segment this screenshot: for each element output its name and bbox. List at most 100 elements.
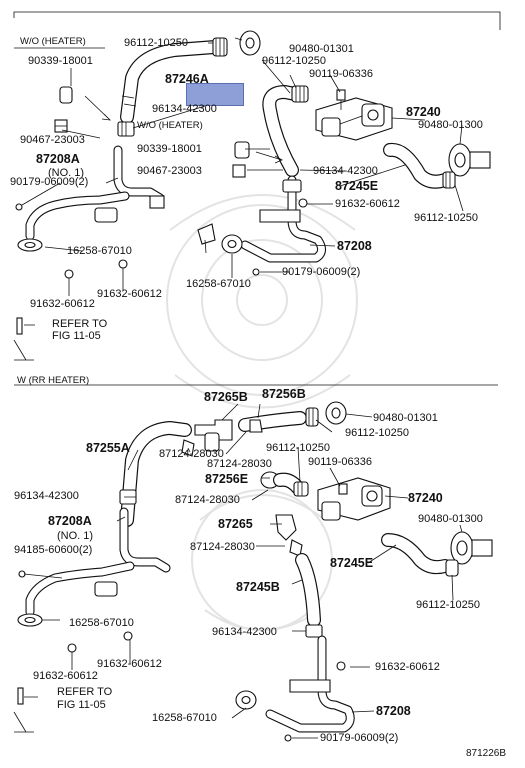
part-label-87124-28030-c[interactable]: 87124-28030	[175, 494, 240, 506]
part-label-87246a[interactable]: 87246A	[165, 72, 209, 86]
water-valve-87240-bottom	[317, 477, 391, 521]
clamp-bottom-1	[305, 407, 319, 427]
part-label-87240-a[interactable]: 87240	[406, 105, 441, 119]
hose-87255a	[120, 421, 192, 527]
fig-ref-link-b[interactable]: FIG 11-05	[57, 699, 106, 711]
part-label-87124-28030-a[interactable]: 87124-28030	[159, 448, 224, 460]
water-valve-87240-top	[315, 97, 393, 141]
part-label-96134-42300-d[interactable]: 96134-42300	[212, 626, 277, 638]
flange-bottom-2	[450, 531, 493, 565]
connector-90339-top-left	[59, 86, 73, 104]
selected-part-highlight[interactable]	[186, 83, 244, 106]
part-label-no1-b: (NO. 1)	[57, 530, 94, 542]
part-label-91632-60612-a[interactable]: 91632-60612	[335, 198, 400, 210]
part-label-96112-10250-d[interactable]: 96112-10250	[345, 427, 410, 439]
pipe-87208-bottom	[265, 635, 355, 733]
hose-top-middle	[262, 85, 307, 177]
part-label-90480-01301-b[interactable]: 90480-01301	[373, 412, 438, 424]
part-label-94185-60600[interactable]: 94185-60600(2)	[14, 544, 93, 556]
gasket-bottom-mid	[235, 690, 257, 710]
part-label-16258-67010-c[interactable]: 16258-67010	[69, 617, 134, 629]
pipe-87208-top	[240, 175, 326, 263]
refer-bolt-bottom	[13, 687, 34, 733]
section-label-w-rr-heater: W (RR HEATER)	[17, 375, 90, 386]
leader-lines-top	[21, 37, 464, 326]
part-label-90339-18001-a[interactable]: 90339-18001	[28, 55, 93, 67]
bolt-top	[336, 89, 346, 110]
part-label-96112-10250-c[interactable]: 96112-10250	[414, 212, 479, 224]
part-label-87265b[interactable]: 87265B	[204, 390, 248, 404]
part-label-91632-60612-f[interactable]: 91632-60612	[33, 670, 98, 682]
part-label-87208a-a[interactable]: 87208A	[36, 152, 80, 166]
clamp-bottom-3	[445, 559, 459, 577]
part-label-90119-06336-a[interactable]: 90119-06336	[309, 68, 374, 80]
part-label-16258-67010-a[interactable]: 16258-67010	[67, 245, 132, 257]
refer-to-label-b: REFER TO	[57, 686, 113, 698]
bolt-marks-top	[15, 198, 308, 279]
clip-90467-top-left	[54, 119, 68, 133]
part-label-no1-a: (NO. 1)	[48, 167, 85, 179]
part-label-87208a-b[interactable]: 87208A	[48, 514, 92, 528]
part-label-90480-01301-a[interactable]: 90480-01301	[289, 43, 354, 55]
refer-bolt-top	[13, 317, 34, 361]
part-label-90467-23003-a[interactable]: 90467-23003	[20, 134, 85, 146]
part-label-87256b[interactable]: 87256B	[262, 387, 306, 401]
gasket-top-mid	[221, 234, 243, 254]
part-label-87208-b[interactable]: 87208	[376, 704, 411, 718]
part-label-90480-01300-b[interactable]: 90480-01300	[418, 513, 483, 525]
clamp-top-left	[117, 121, 135, 137]
hose-87245b	[295, 553, 321, 627]
part-label-90179-06009-a[interactable]: 90179-06009(2)	[10, 176, 89, 188]
gasket-bottom-left	[17, 613, 43, 627]
part-label-96134-42300-a[interactable]: 96134-42300	[152, 103, 217, 115]
part-label-87245e-a[interactable]: 87245E	[335, 179, 379, 193]
part-label-91632-60612-e[interactable]: 91632-60612	[375, 661, 440, 673]
part-label-96112-10250-b[interactable]: 96112-10250	[262, 55, 327, 67]
clamp-top-3	[442, 171, 456, 189]
elbow-87265	[275, 514, 303, 557]
clamp-bottom-4	[305, 624, 323, 638]
part-label-96112-10250-e[interactable]: 96112-10250	[266, 442, 331, 454]
part-label-96112-10250-f[interactable]: 96112-10250	[416, 599, 481, 611]
part-label-87124-28030-b[interactable]: 87124-28030	[207, 458, 272, 470]
clamp-top-2	[291, 85, 309, 103]
pointer-arrows-top	[84, 95, 283, 164]
part-label-87240-b[interactable]: 87240	[408, 491, 443, 505]
part-label-87255a[interactable]: 87255A	[86, 441, 130, 455]
fig-ref-link-a[interactable]: FIG 11-05	[52, 330, 101, 342]
part-label-87265[interactable]: 87265	[218, 517, 253, 531]
part-label-96112-10250-a[interactable]: 96112-10250	[124, 37, 189, 49]
part-label-90480-01300-a[interactable]: 90480-01300	[418, 119, 483, 131]
part-label-90119-06336-b[interactable]: 90119-06336	[308, 456, 373, 468]
refer-to-label-a: REFER TO	[52, 318, 108, 330]
section-label-wo-heater-top: W/O (HEATER)	[20, 36, 86, 47]
part-label-91632-60612-c[interactable]: 91632-60612	[30, 298, 95, 310]
hose-87256e	[260, 471, 305, 495]
part-label-16258-67010-d[interactable]: 16258-67010	[152, 712, 217, 724]
part-label-96134-42300-c[interactable]: 96134-42300	[14, 490, 79, 502]
pipe-87208a-bottom	[25, 507, 171, 617]
part-label-90179-06009-b[interactable]: 90179-06009(2)	[282, 266, 361, 278]
flange-bottom-1	[325, 401, 347, 425]
flange-top-1	[239, 30, 261, 56]
part-label-87256e[interactable]: 87256E	[205, 472, 249, 486]
part-label-96134-42300-b[interactable]: 96134-42300	[313, 165, 378, 177]
hose-87246a	[120, 40, 222, 124]
part-label-91632-60612-b[interactable]: 91632-60612	[97, 288, 162, 300]
part-label-87208-a[interactable]: 87208	[337, 239, 372, 253]
part-label-90467-23003-b[interactable]: 90467-23003	[137, 165, 202, 177]
part-label-87245e-b[interactable]: 87245E	[330, 556, 374, 570]
part-label-90179-06009-c[interactable]: 90179-06009(2)	[320, 732, 399, 744]
bracket-top-mid	[197, 223, 216, 245]
part-label-90339-18001-b[interactable]: 90339-18001	[137, 143, 202, 155]
part-label-87245b[interactable]: 87245B	[236, 580, 280, 594]
leader-lines-bottom	[23, 403, 463, 739]
part-label-87124-28030-d[interactable]: 87124-28030	[190, 541, 255, 553]
flange-top-2	[448, 143, 491, 177]
clip-90467-top-mid	[232, 164, 246, 178]
part-label-91632-60612-d[interactable]: 91632-60612	[97, 658, 162, 670]
part-label-16258-67010-b[interactable]: 16258-67010	[186, 278, 251, 290]
diagram-id: 871226B	[466, 748, 507, 759]
section-label-wo-heater-mid: W/O (HEATER)	[137, 120, 203, 131]
